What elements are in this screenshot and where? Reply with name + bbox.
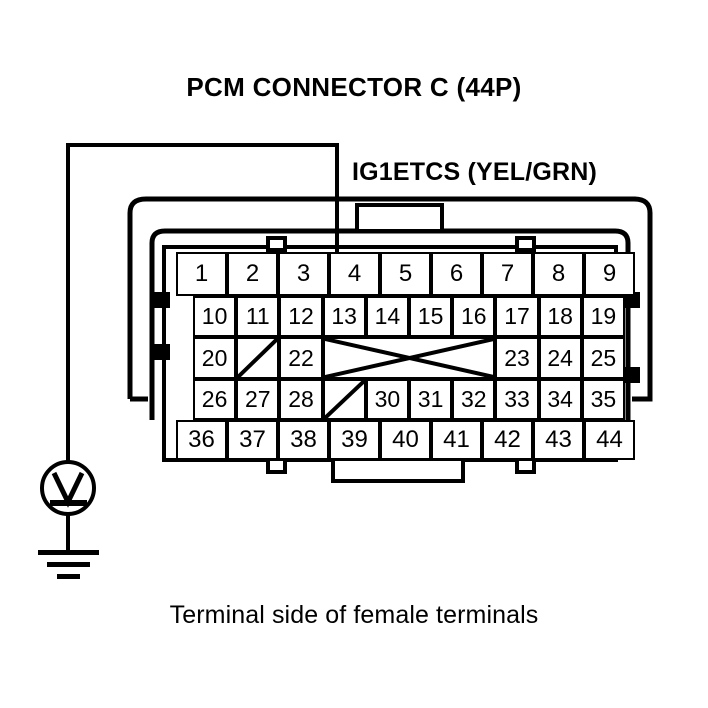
caption: Terminal side of female terminals: [169, 601, 539, 629]
signal-label: IG1ETCS (YEL/GRN): [352, 158, 598, 186]
pin-cell-15[interactable]: 15: [409, 296, 453, 337]
pin-cell-blank-slash: [322, 379, 366, 420]
pin-cell-43[interactable]: 43: [533, 420, 584, 460]
pin-cell-40[interactable]: 40: [380, 420, 431, 460]
pin-cell-31[interactable]: 31: [409, 379, 453, 420]
pin-cell-24[interactable]: 24: [538, 337, 582, 379]
lock-tab-right-upper: [623, 292, 640, 308]
lock-tab-right-lower: [623, 367, 640, 383]
bottom-tab-left: [266, 457, 287, 474]
connector-bottom-latch: [331, 457, 465, 483]
lock-tab-left-upper: [153, 292, 170, 308]
pin-cell-38[interactable]: 38: [278, 420, 329, 460]
pin-cell-26[interactable]: 26: [193, 379, 237, 420]
pin-cell-41[interactable]: 41: [431, 420, 482, 460]
blank-marker-icon: [238, 339, 277, 377]
pin-cell-19[interactable]: 19: [581, 296, 625, 337]
page-title: PCM CONNECTOR C (44P): [186, 72, 522, 102]
voltmeter-symbol: [40, 460, 96, 516]
pin-cell-4[interactable]: 4: [329, 252, 380, 296]
pin-cell-34[interactable]: 34: [538, 379, 582, 420]
pin-cell-13[interactable]: 13: [322, 296, 366, 337]
pin-cell-28[interactable]: 28: [279, 379, 323, 420]
pin-cell-14[interactable]: 14: [365, 296, 409, 337]
connector-top-latch: [355, 203, 444, 233]
lock-tab-left-lower: [153, 344, 170, 360]
ground-bar-2: [47, 562, 90, 567]
pin-cell-22[interactable]: 22: [279, 337, 323, 379]
connector-lock-tabs: [153, 292, 640, 383]
connector-outer-shell: [127, 196, 653, 402]
pin-cell-5[interactable]: 5: [380, 252, 431, 296]
pin-cell-7[interactable]: 7: [482, 252, 533, 296]
top-tab-left: [266, 236, 287, 252]
pin-cell-18[interactable]: 18: [538, 296, 582, 337]
ground-bar-3: [57, 574, 80, 579]
bottom-tab-right: [515, 457, 536, 474]
pin-cell-blank-slash: [236, 337, 280, 379]
pin-cell-44[interactable]: 44: [584, 420, 635, 460]
pin-cell-25[interactable]: 25: [581, 337, 625, 379]
ground-bar-1: [38, 550, 99, 555]
pin-cell-blank-bowtie: [322, 337, 496, 379]
pin-cell-6[interactable]: 6: [431, 252, 482, 296]
pin-cell-1[interactable]: 1: [176, 252, 227, 296]
pin-cell-33[interactable]: 33: [495, 379, 539, 420]
pin-cell-2[interactable]: 2: [227, 252, 278, 296]
pin-cell-36[interactable]: 36: [176, 420, 227, 460]
pin-cell-32[interactable]: 32: [452, 379, 496, 420]
pin-cell-3[interactable]: 3: [278, 252, 329, 296]
connector-top-tabs: [266, 236, 536, 252]
blank-marker-icon: [325, 339, 494, 377]
blank-marker-icon: [325, 381, 364, 418]
pin-cell-30[interactable]: 30: [365, 379, 409, 420]
pin-cell-23[interactable]: 23: [495, 337, 539, 379]
top-tab-right: [515, 236, 536, 252]
pin-cell-9[interactable]: 9: [584, 252, 635, 296]
pin-cell-11[interactable]: 11: [236, 296, 280, 337]
pin-cell-20[interactable]: 20: [193, 337, 237, 379]
pin-cell-12[interactable]: 12: [279, 296, 323, 337]
pin-cell-42[interactable]: 42: [482, 420, 533, 460]
pin-cell-16[interactable]: 16: [452, 296, 496, 337]
pin-cell-35[interactable]: 35: [581, 379, 625, 420]
pin-cell-37[interactable]: 37: [227, 420, 278, 460]
pin-cell-17[interactable]: 17: [495, 296, 539, 337]
pin-cell-8[interactable]: 8: [533, 252, 584, 296]
pin-cell-27[interactable]: 27: [236, 379, 280, 420]
pin-cell-10[interactable]: 10: [193, 296, 237, 337]
pin-cell-39[interactable]: 39: [329, 420, 380, 460]
ground-symbol: [38, 550, 99, 579]
